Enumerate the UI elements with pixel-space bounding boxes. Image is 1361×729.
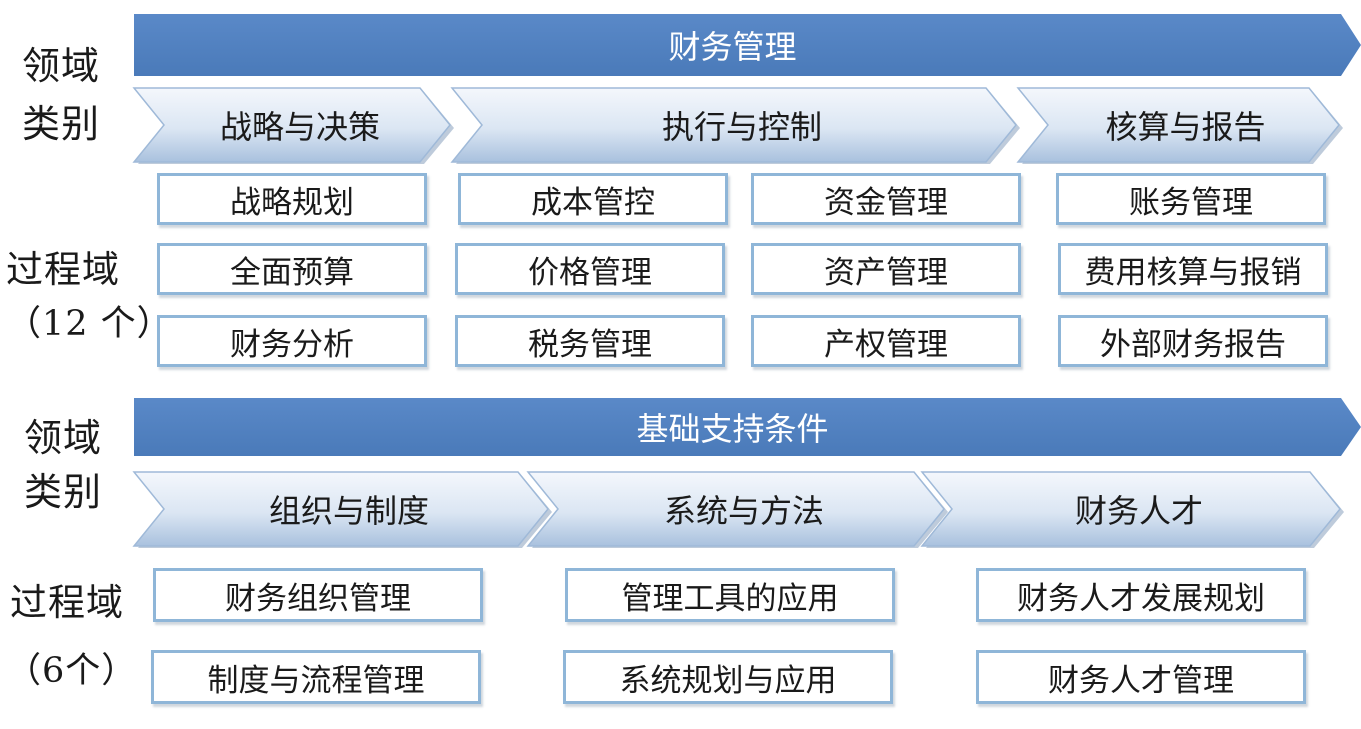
bottom-process-count: （6个） <box>6 651 138 691</box>
process-box: 财务人才管理 <box>976 650 1306 704</box>
process-box: 制度与流程管理 <box>151 650 481 704</box>
top-process-label: 过程域 <box>6 248 120 291</box>
banner-title: 基础支持条件 <box>636 410 829 448</box>
process-box: 外部财务报告 <box>1058 315 1328 367</box>
process-box: 产权管理 <box>751 315 1021 367</box>
process-box: 资金管理 <box>751 173 1021 225</box>
chevron-execution: 执行与控制 <box>450 87 1022 164</box>
chevron-label: 组织与制度 <box>268 492 429 530</box>
process-box: 费用核算与报销 <box>1058 243 1328 295</box>
top-category-label-1: 领域 <box>22 44 101 88</box>
banner-financial-management: 财务管理 <box>134 14 1361 76</box>
chevron-shape <box>526 471 948 548</box>
banner-support-conditions: 基础支持条件 <box>134 398 1361 456</box>
bottom-category-label-1: 领域 <box>24 416 103 460</box>
chevron-strategy: 战略与决策 <box>132 87 456 164</box>
bottom-process-label: 过程域 <box>10 581 124 624</box>
process-box: 税务管理 <box>455 315 725 367</box>
bottom-category-label-2: 类别 <box>24 470 103 514</box>
chevron-talent: 财务人才 <box>920 471 1346 548</box>
chevron-shape <box>132 471 552 548</box>
chevron-shape <box>1016 87 1343 164</box>
process-box: 系统规划与应用 <box>563 650 893 704</box>
process-box: 账务管理 <box>1056 173 1326 225</box>
process-box: 财务组织管理 <box>153 568 483 622</box>
top-process-count: （12 个） <box>6 304 173 344</box>
process-box: 价格管理 <box>455 243 725 295</box>
top-category-label-2: 类别 <box>22 102 101 146</box>
process-box: 成本管控 <box>458 173 728 225</box>
process-box: 财务人才发展规划 <box>976 568 1306 622</box>
chevron-systems: 系统与方法 <box>526 471 950 548</box>
process-box: 全面预算 <box>157 243 427 295</box>
chevron-label: 战略与决策 <box>219 108 380 146</box>
process-box: 战略规划 <box>157 173 427 225</box>
chevron-shape <box>920 471 1344 548</box>
chevron-label: 核算与报告 <box>1105 108 1266 146</box>
chevron-shape <box>450 87 1020 164</box>
chevron-accounting: 核算与报告 <box>1016 87 1343 164</box>
chevron-label: 执行与控制 <box>661 108 822 146</box>
chevron-label: 系统与方法 <box>663 492 824 530</box>
banner-title: 财务管理 <box>668 28 797 66</box>
chevron-organization: 组织与制度 <box>132 471 554 548</box>
process-box: 管理工具的应用 <box>565 568 895 622</box>
chevron-label: 财务人才 <box>1074 492 1203 530</box>
chevron-shape <box>132 87 454 164</box>
process-box: 财务分析 <box>157 315 427 367</box>
process-box: 资产管理 <box>751 243 1021 295</box>
